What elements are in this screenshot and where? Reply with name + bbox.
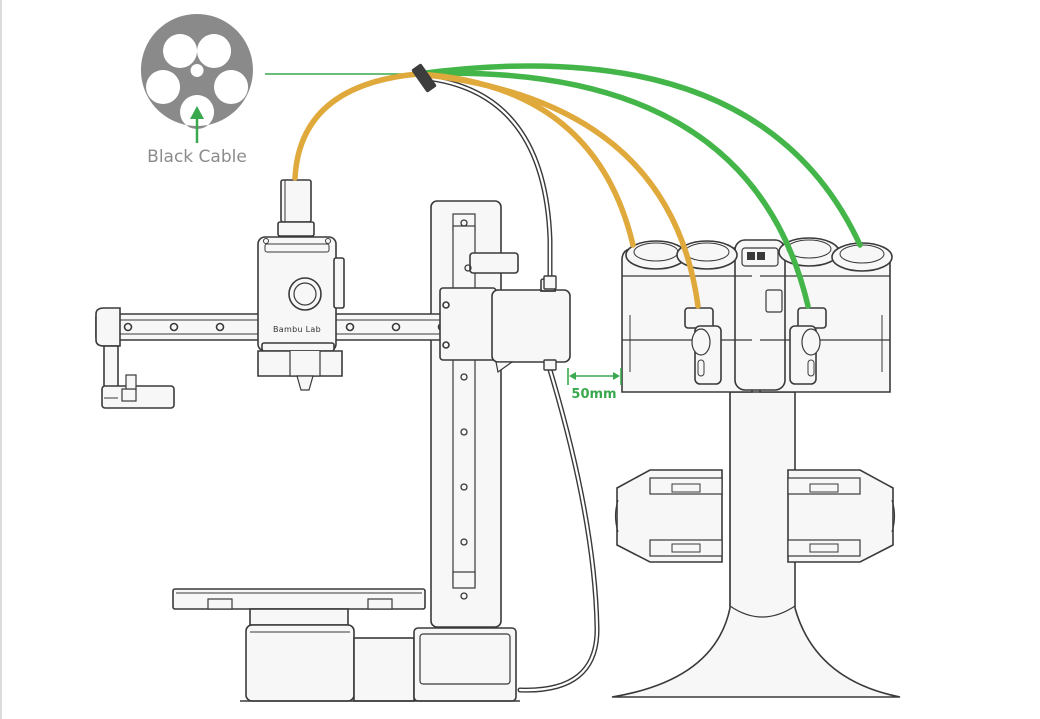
printer-base: [240, 624, 520, 702]
hub-lower-bracket-right: [787, 469, 896, 563]
printer-left-arm: [95, 307, 175, 409]
printer-z-column: [430, 200, 519, 628]
printer-x-motor: [491, 278, 571, 374]
printer-toolhead: [257, 179, 345, 391]
green-ptfe-tubes: [415, 63, 863, 309]
black-cable: [422, 75, 600, 693]
hub-ports: [684, 289, 827, 385]
tube-hub-clip: [411, 63, 437, 93]
filament-spool-icon: [140, 14, 253, 129]
gap-dimension: [567, 368, 622, 385]
orange-ptfe-tubes: [292, 71, 701, 309]
black-cable-label: Black Cable: [147, 147, 247, 167]
gap-distance-label: 50mm: [571, 387, 616, 402]
hub-cylinder-caps: [625, 237, 893, 272]
arrow-up-icon: [190, 106, 204, 143]
printer-brand-label: Bambu Lab: [273, 325, 321, 334]
hub-lower-bracket-left: [614, 469, 723, 563]
printer-bed: [172, 588, 426, 626]
